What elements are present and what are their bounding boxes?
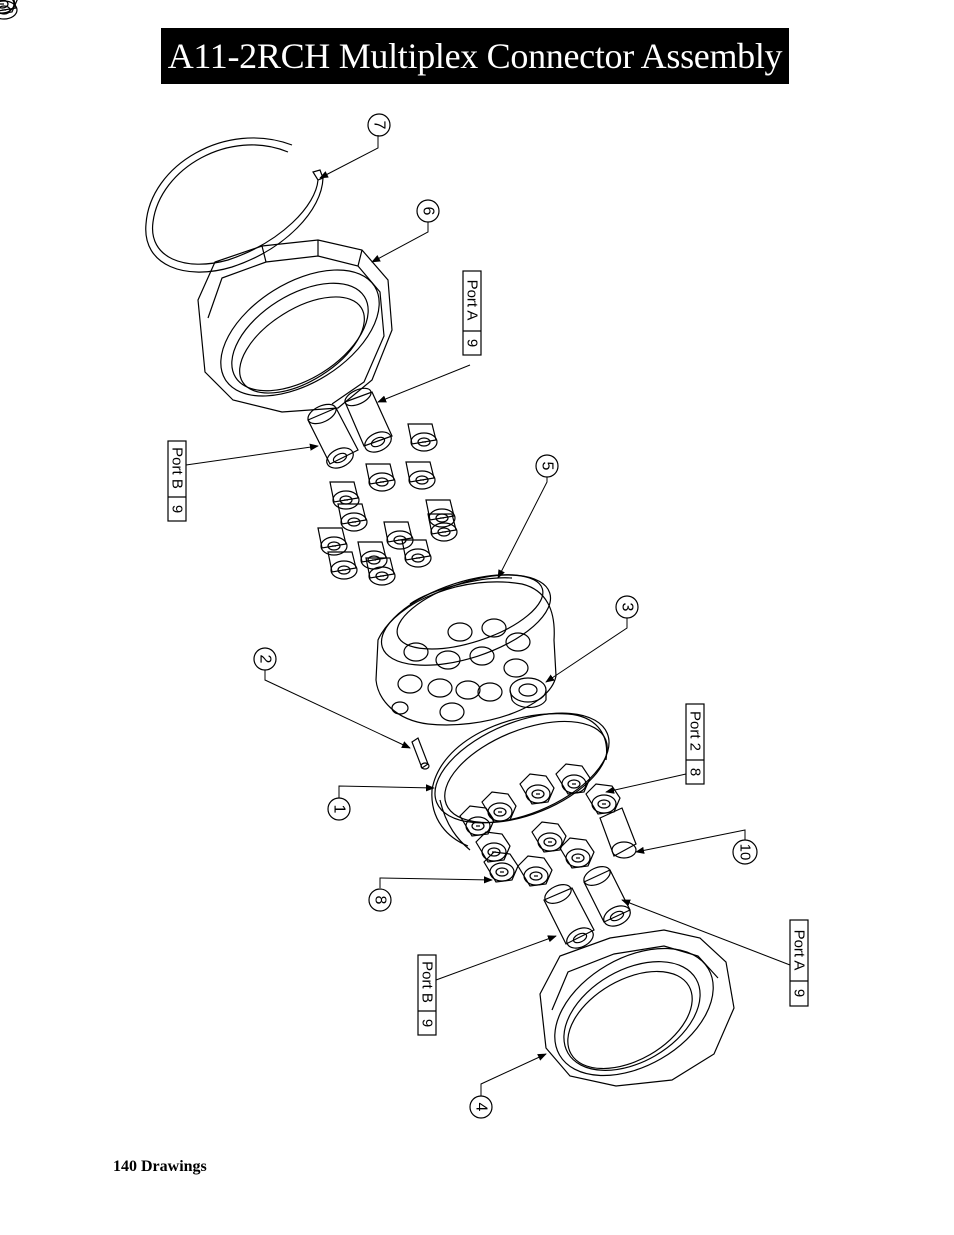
balloon-3-label: 3	[619, 603, 636, 612]
callout-port-a-bottom: 9 Port A	[789, 919, 809, 1007]
balloon-6-label: 6	[420, 207, 437, 216]
callout-port-2-qty: 8	[687, 768, 704, 776]
balloon-6: 6	[416, 199, 440, 223]
balloon-4: 4	[469, 1095, 493, 1119]
hex-nut-part-6	[197, 239, 393, 413]
hex-nut-part-4	[539, 929, 735, 1087]
balloon-10-label: 10	[737, 844, 754, 861]
callout-port-b-bottom: 9 Port B	[417, 954, 437, 1036]
callout-port-a-top: 9 Port A	[462, 270, 482, 356]
retaining-ring-part-7	[145, 137, 324, 273]
balloon-4-label: 4	[473, 1103, 490, 1112]
balloon-1: 1	[327, 797, 351, 821]
balloon-2: 2	[253, 647, 277, 671]
balloon-10: 10	[732, 839, 758, 865]
page-title: A11-2RCH Multiplex Connector Assembly	[161, 28, 789, 84]
balloon-8: 8	[368, 888, 392, 912]
upper-fittings-cluster	[0, 0, 458, 586]
callout-port-2: 8 Port 2	[685, 703, 705, 785]
callout-port-b-bottom-label: Port B	[419, 961, 436, 1003]
port-disc-part-5	[375, 574, 557, 726]
callout-port-a-top-qty: 9	[464, 339, 481, 347]
callout-port-b-top: 9 Port B	[167, 440, 187, 522]
balloon-7-label: 7	[371, 121, 388, 130]
balloon-2-label: 2	[257, 655, 274, 664]
callout-port-a-top-label: Port A	[464, 280, 481, 321]
callout-port-a-bottom-label: Port A	[791, 930, 808, 971]
lower-port-fittings	[543, 866, 631, 949]
bushing-part-3	[509, 677, 547, 709]
balloon-3: 3	[615, 595, 639, 619]
callout-port-b-top-label: Port B	[169, 447, 186, 489]
balloon-7: 7	[367, 113, 391, 137]
pin-part-2	[411, 737, 430, 770]
balloon-5: 5	[535, 454, 559, 478]
main-body-part-1	[431, 712, 610, 851]
balloon-1-label: 1	[331, 805, 348, 814]
callout-port-a-bottom-qty: 9	[791, 989, 808, 997]
lower-fittings-cluster	[0, 0, 621, 887]
callout-port-b-top-qty: 9	[169, 505, 186, 513]
callout-port-2-label: Port 2	[687, 711, 704, 751]
page-footer: 140 Drawings	[113, 1158, 207, 1175]
balloon-8-label: 8	[372, 896, 389, 905]
balloon-5-label: 5	[539, 462, 556, 471]
leader-lines	[185, 135, 791, 1096]
callout-port-b-bottom-qty: 9	[419, 1019, 436, 1027]
plug-part-10	[599, 807, 637, 859]
